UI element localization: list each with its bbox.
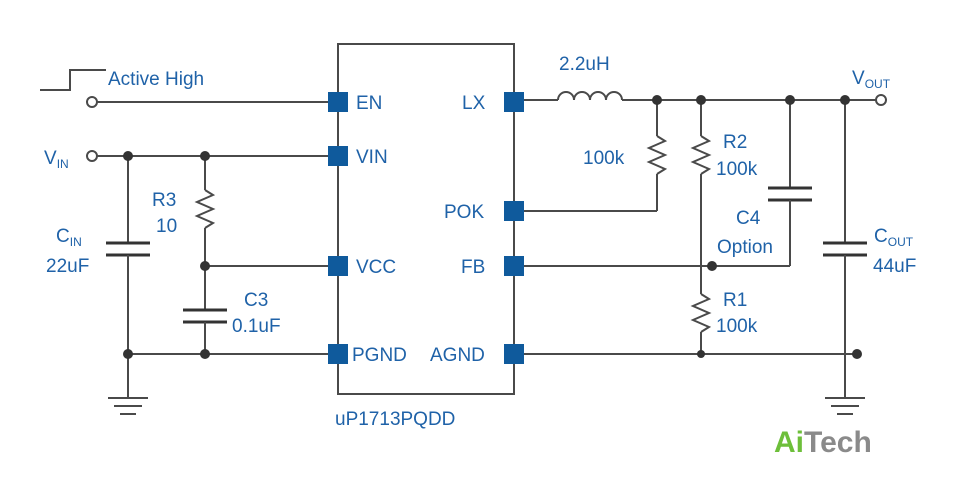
junction-dot	[840, 95, 850, 105]
r1-name: R1	[723, 290, 747, 311]
junction-dot	[785, 95, 795, 105]
active-high-label: Active High	[108, 69, 204, 90]
r2-name: R2	[723, 132, 747, 153]
active-high-step-icon	[40, 69, 106, 91]
r3-value: 10	[156, 216, 177, 237]
inductor-coil	[557, 91, 623, 101]
pin-label-en: EN	[356, 93, 382, 114]
r1-resistor	[690, 293, 712, 333]
junction-dot	[652, 95, 662, 105]
junction-dot	[200, 151, 210, 161]
pin-fb	[504, 256, 524, 276]
junction-dot	[707, 261, 717, 271]
pin-label-fb: FB	[461, 257, 485, 278]
pin-label-lx: LX	[462, 93, 486, 114]
vin-label: VIN	[44, 148, 69, 171]
ic-name: uP1713PQDD	[335, 409, 455, 430]
inductor-value: 2.2uH	[559, 54, 610, 75]
r2-resistor	[690, 135, 712, 175]
r1-value: 100k	[716, 316, 758, 337]
pin-vcc	[328, 256, 348, 276]
cin-value: 22uF	[46, 256, 89, 277]
pin-label-pok: POK	[444, 202, 484, 223]
cout-label: COUT	[874, 226, 914, 249]
pin-en	[328, 92, 348, 112]
junction-dot	[200, 349, 210, 359]
vout-label: VOUT	[852, 68, 891, 91]
c4-value: Option	[717, 237, 773, 258]
r3-resistor	[194, 189, 216, 229]
junction-dot	[200, 261, 210, 271]
pin-agnd	[504, 344, 524, 364]
pin-label-vcc: VCC	[356, 257, 396, 278]
junction-dot	[696, 95, 706, 105]
r2-value: 100k	[716, 159, 758, 180]
en-input-terminal	[86, 96, 98, 108]
c3-name: C3	[244, 290, 268, 311]
pin-label-pgnd: PGND	[352, 345, 407, 366]
vin-input-terminal	[86, 150, 98, 162]
pin-vin	[328, 146, 348, 166]
junction-dot	[123, 151, 133, 161]
junction-dot	[697, 350, 705, 358]
c4-name: C4	[736, 208, 761, 229]
junction-dot	[852, 349, 862, 359]
brand-logo: AiTech	[774, 426, 872, 459]
vout-output-terminal	[875, 94, 887, 106]
r3-name: R3	[152, 190, 176, 211]
pin-pok	[504, 201, 524, 221]
cin-label: CIN	[56, 226, 82, 249]
pin-label-vin: VIN	[356, 147, 388, 168]
pin-pgnd	[328, 344, 348, 364]
pin-label-agnd: AGND	[430, 345, 485, 366]
ic-body	[337, 43, 515, 395]
c3-value: 0.1uF	[232, 316, 281, 337]
pok-pullup-resistor	[646, 135, 668, 175]
junction-dot	[123, 349, 133, 359]
cout-value: 44uF	[873, 256, 916, 277]
pin-lx	[504, 92, 524, 112]
pok-pullup-value: 100k	[583, 148, 625, 169]
